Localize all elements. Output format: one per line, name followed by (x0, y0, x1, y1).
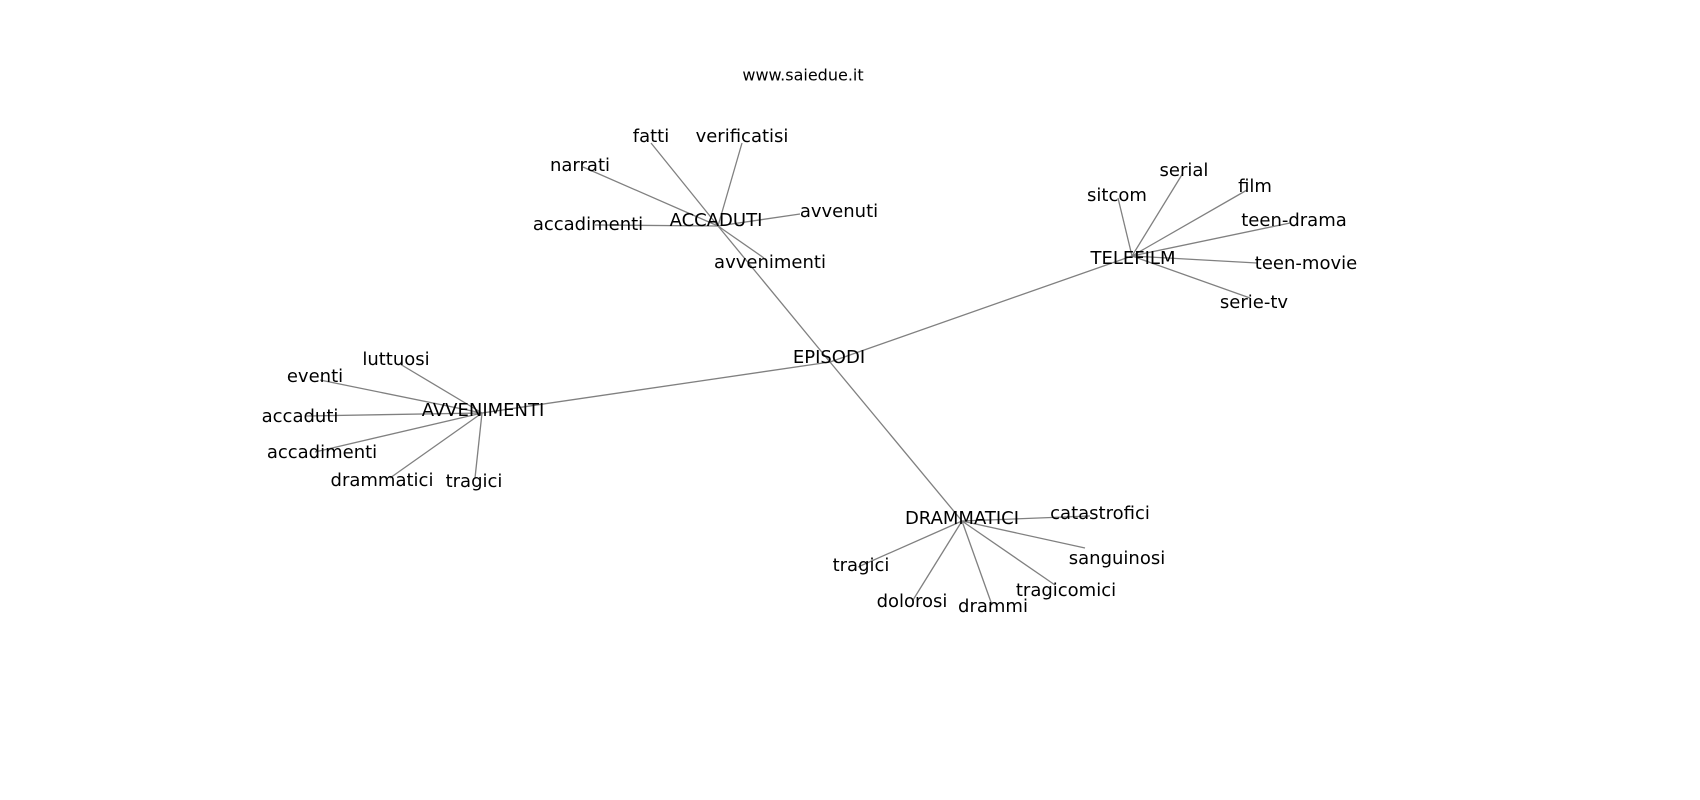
node-label-t-sitcom: sitcom (1087, 185, 1147, 206)
edge-avvenimenti-v_eventi (319, 379, 483, 414)
edge-avvenimenti-v_luttuosi (399, 363, 483, 414)
edge-accaduti-a_narrati (582, 166, 719, 227)
node-label-d-sanguinosi: sanguinosi (1069, 548, 1165, 569)
edge-telefilm-t_serial (1131, 172, 1184, 257)
node-label-t-teenmovie: teen-movie (1255, 253, 1357, 274)
edges (304, 142, 1291, 606)
node-label-d-catastrofici: catastrofici (1050, 503, 1150, 524)
edge-accaduti-a_fatti (650, 142, 719, 227)
edge-accaduti-a_accadimenti (594, 224, 719, 227)
edge-drammatici-d_dolorosi (912, 520, 963, 601)
edge-telefilm-t_teendrama (1131, 222, 1291, 257)
edge-accaduti-a_verificatisi (717, 142, 743, 227)
edge-telefilm-t_serietv (1131, 255, 1251, 299)
node-labels: EPISODI ACCADUTI TELEFILM AVVENIMENTI DRAMMA… (262, 126, 1358, 617)
edge-episodi-drammatici (829, 361, 963, 522)
node-label-a-fatti: fatti (633, 126, 669, 147)
node-label-v-luttuosi: luttuosi (362, 349, 429, 370)
edge-avvenimenti-v_drammatici (389, 412, 483, 479)
node-label-telefilm: TELEFILM (1090, 248, 1176, 269)
edge-telefilm-t_sitcom (1117, 197, 1133, 257)
node-label-a-avvenuti: avvenuti (800, 201, 878, 222)
node-label-drammatici: DRAMMATICI (905, 508, 1019, 529)
node-label-t-teendrama: teen-drama (1241, 210, 1347, 231)
edge-accaduti-a_avvenimenti (717, 225, 765, 259)
node-label-t-film: film (1238, 176, 1272, 197)
edge-avvenimenti-v_accadimenti (314, 412, 483, 453)
node-label-v-tragici: tragici (446, 471, 503, 492)
node-label-a-narrati: narrati (550, 155, 610, 176)
node-label-d-tragici: tragici (833, 555, 890, 576)
node-label-d-drammi: drammi (958, 596, 1028, 617)
node-label-avvenimenti: AVVENIMENTI (422, 400, 545, 421)
node-label-v-drammatici: drammatici (331, 470, 434, 491)
edge-drammatici-d_tragicomici (961, 520, 1056, 586)
edge-avvenimenti-v_accaduti (304, 412, 483, 417)
node-label-d-tragicomici: tragicomici (1016, 580, 1116, 601)
edge-episodi-telefilm (829, 255, 1133, 363)
edge-drammatici-d_tragici (857, 520, 963, 568)
edge-telefilm-t_film (1131, 189, 1248, 257)
node-label-a-avvenimenti: avvenimenti (714, 252, 826, 273)
node-label-episodi: EPISODI (793, 347, 865, 368)
node-label-v-accaduti: accaduti (262, 406, 339, 427)
node-label-v-accadimenti: accadimenti (267, 442, 377, 463)
edge-drammatici-d_sanguinosi (961, 520, 1086, 549)
edge-telefilm-t_teenmovie (1131, 255, 1258, 264)
node-label-t-serial: serial (1160, 160, 1209, 181)
node-label-a-accadimenti: accadimenti (533, 214, 643, 235)
edge-drammatici-d_catastrofici (961, 515, 1091, 522)
edge-episodi-avvenimenti (481, 361, 831, 414)
node-label-accaduti: ACCADUTI (670, 210, 763, 231)
diagram-title: www.saiedue.it (742, 66, 863, 85)
node-label-t-serietv: serie-tv (1220, 292, 1288, 313)
edge-avvenimenti-v_tragici (474, 412, 483, 479)
node-label-v-eventi: eventi (287, 366, 343, 387)
node-label-a-verificatisi: verificatisi (696, 126, 789, 147)
node-label-d-dolorosi: dolorosi (877, 591, 948, 612)
edge-drammatici-d_drammi (961, 520, 993, 606)
edge-accaduti-a_avvenuti (717, 213, 801, 227)
edge-episodi-accaduti (717, 225, 831, 363)
